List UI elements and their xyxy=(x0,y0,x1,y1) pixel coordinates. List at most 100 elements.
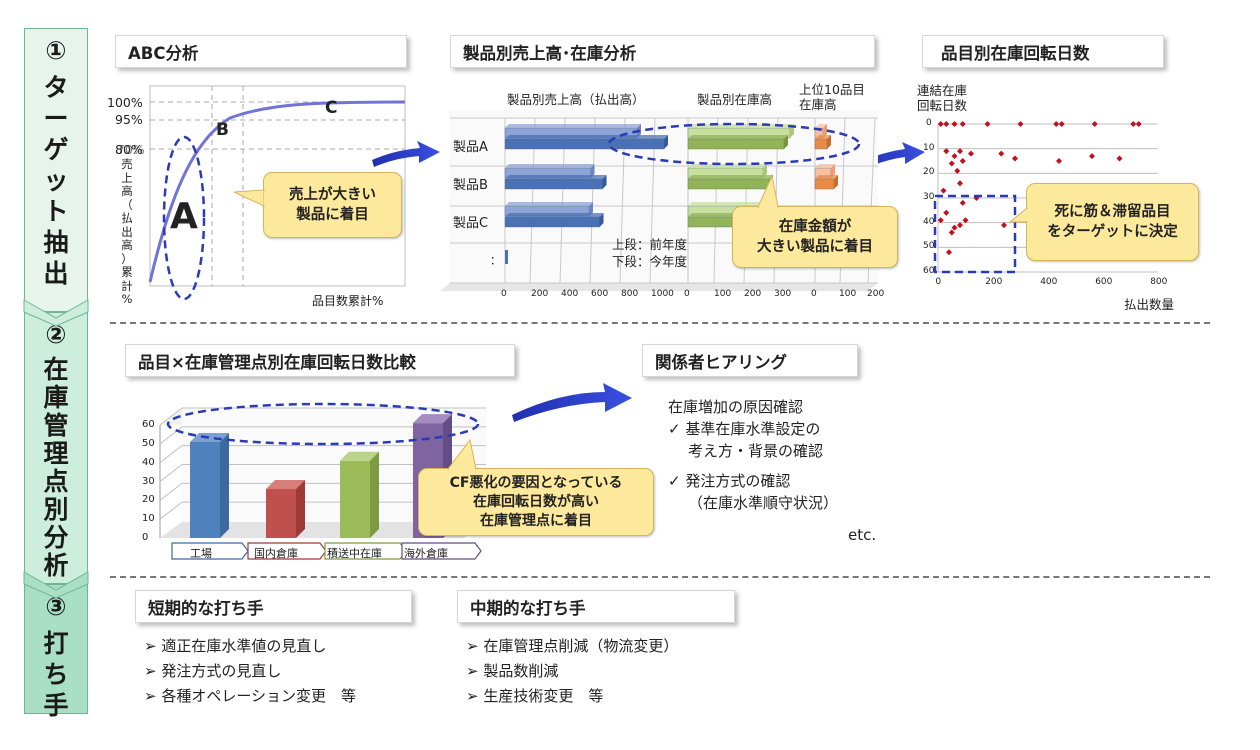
list-item: ➢ 製品数削減 xyxy=(466,662,559,680)
step-label: ターゲット抽出 xyxy=(43,73,69,288)
compare-category-shape xyxy=(171,542,249,560)
turnover-xtick: 800 xyxy=(1150,277,1168,287)
compare-category: 海外倉庫 xyxy=(404,547,448,560)
turnover-point xyxy=(1017,121,1024,127)
turnover-ytick: 30 xyxy=(923,192,935,202)
sales-bar-top xyxy=(688,202,770,206)
turnover-point xyxy=(937,121,944,127)
sales-axis-tick: 0 xyxy=(811,289,817,299)
turnover-xtick: 600 xyxy=(1095,277,1113,287)
turnover-ytick: 10 xyxy=(923,142,935,153)
mid-term-title: 中期的な打ち手 xyxy=(457,590,735,623)
step-number: ③ xyxy=(45,592,67,621)
turnover-point xyxy=(1012,155,1018,162)
sales-axis-tick: 200 xyxy=(744,289,762,299)
sales-bar-side xyxy=(784,135,788,149)
turnover-point xyxy=(957,222,963,229)
sales-bar-top xyxy=(688,175,773,179)
step-label: 在庫管理点別分析 xyxy=(43,355,69,580)
compare-category: 工場 xyxy=(190,547,212,560)
compare-ytick: 0 xyxy=(142,532,149,543)
turnover-point xyxy=(1116,155,1123,162)
step-number: ② xyxy=(45,320,67,349)
sales-bar-top xyxy=(505,175,607,179)
turnover-highlight xyxy=(933,194,1017,274)
sales-axis-tick: 400 xyxy=(561,289,579,299)
sales-bar-top xyxy=(505,213,604,217)
turnover-point xyxy=(1056,158,1062,164)
sales-header-inventory: 製品別在庫高 xyxy=(697,92,773,107)
sales-axis-tick: 200 xyxy=(531,289,549,299)
list-item: ➢ 発注方式の見直し xyxy=(144,662,282,680)
compare-title: 品目×在庫管理点別在庫回転日数比較 xyxy=(125,344,515,377)
sidebar-step-target: ① ターゲット抽出 xyxy=(24,28,88,312)
abc-xlabel: 品目数累計% xyxy=(312,294,384,308)
sales-category: 製品A xyxy=(453,140,488,155)
abc-label-a: A xyxy=(170,196,198,237)
sales-bar-top xyxy=(815,135,831,139)
abc-gridlines xyxy=(150,86,405,286)
turnover-point xyxy=(946,249,952,256)
sales-axis-tick: 300 xyxy=(774,289,792,299)
compare-bar xyxy=(190,441,220,538)
turnover-point xyxy=(954,167,961,174)
turnover-point xyxy=(968,150,974,157)
sales-bar-side xyxy=(590,164,595,178)
arrow-abc-to-sales xyxy=(372,141,440,167)
turnover-point xyxy=(951,121,958,127)
turnover-ytick: 40 xyxy=(923,216,935,227)
sales-highlight xyxy=(607,122,861,166)
abc-label-b: B xyxy=(216,120,229,140)
hearing-etc: etc. xyxy=(848,526,877,544)
turnover-point xyxy=(998,150,1005,157)
turnover-xlabel: 払出数量 xyxy=(1124,297,1175,312)
turnover-point xyxy=(1130,121,1137,127)
sales-bar-top xyxy=(505,135,668,139)
mid-term-list: ➢ 在庫管理点削減（物流変更） ➢ 製品数削減 ➢ 生産技術変更 等 xyxy=(466,634,678,709)
sales-header-sales: 製品別売上高（払出高） xyxy=(507,92,645,107)
hearing-item-detail: 考え方・背景の確認 xyxy=(688,442,824,460)
compare-ytick: 40 xyxy=(142,456,155,468)
sales-axis-tick: 600 xyxy=(591,289,609,299)
section-separator xyxy=(110,576,1210,578)
turnover-point xyxy=(943,121,950,127)
abc-ytick: 95% xyxy=(115,112,143,127)
sales-bar-side xyxy=(589,202,593,216)
abc-label-c: C xyxy=(325,98,338,118)
compare-highlight xyxy=(166,402,480,446)
compare-bar xyxy=(266,489,296,538)
compare-category-shape xyxy=(247,542,327,560)
sales-axis-tick: 100 xyxy=(839,289,857,299)
hearing-item: ✓ 発注方式の確認 xyxy=(668,472,791,490)
abc-ytick: 70% xyxy=(117,142,145,157)
turnover-point xyxy=(957,148,963,155)
sales-bar-top xyxy=(505,164,595,168)
compare-category: 国内倉庫 xyxy=(254,547,298,560)
sales-bar-side xyxy=(831,164,835,178)
turnover-xtick: 0 xyxy=(935,277,942,287)
turnover-point xyxy=(962,217,969,224)
compare-ytick: 20 xyxy=(142,494,155,506)
turnover-point xyxy=(943,148,950,155)
turnover-point xyxy=(1001,222,1007,229)
sales-category: ： xyxy=(490,254,501,267)
turnover-ytick: 0 xyxy=(926,118,932,128)
turnover-point xyxy=(1135,121,1142,127)
list-item: ➢ 各種オペレーション変更 等 xyxy=(144,687,357,705)
sales-bar-top xyxy=(815,164,835,168)
abc-a-highlight xyxy=(162,135,206,301)
turnover-ylabel: 連結在庫回転日数 xyxy=(917,83,968,113)
sales-bar-side xyxy=(599,213,604,227)
sales-title: 製品別売上高･在庫分析 xyxy=(450,35,875,68)
turnover-point xyxy=(940,187,947,194)
sales-bar-top xyxy=(815,175,838,179)
abc-title: ABC分析 xyxy=(115,35,407,68)
turnover-point xyxy=(948,160,955,167)
turnover-point xyxy=(959,121,966,127)
list-item: ➢ 生産技術変更 等 xyxy=(466,687,604,705)
hearing-intro: 在庫増加の原因確認 xyxy=(668,398,804,416)
sales-bar-side xyxy=(602,175,607,189)
